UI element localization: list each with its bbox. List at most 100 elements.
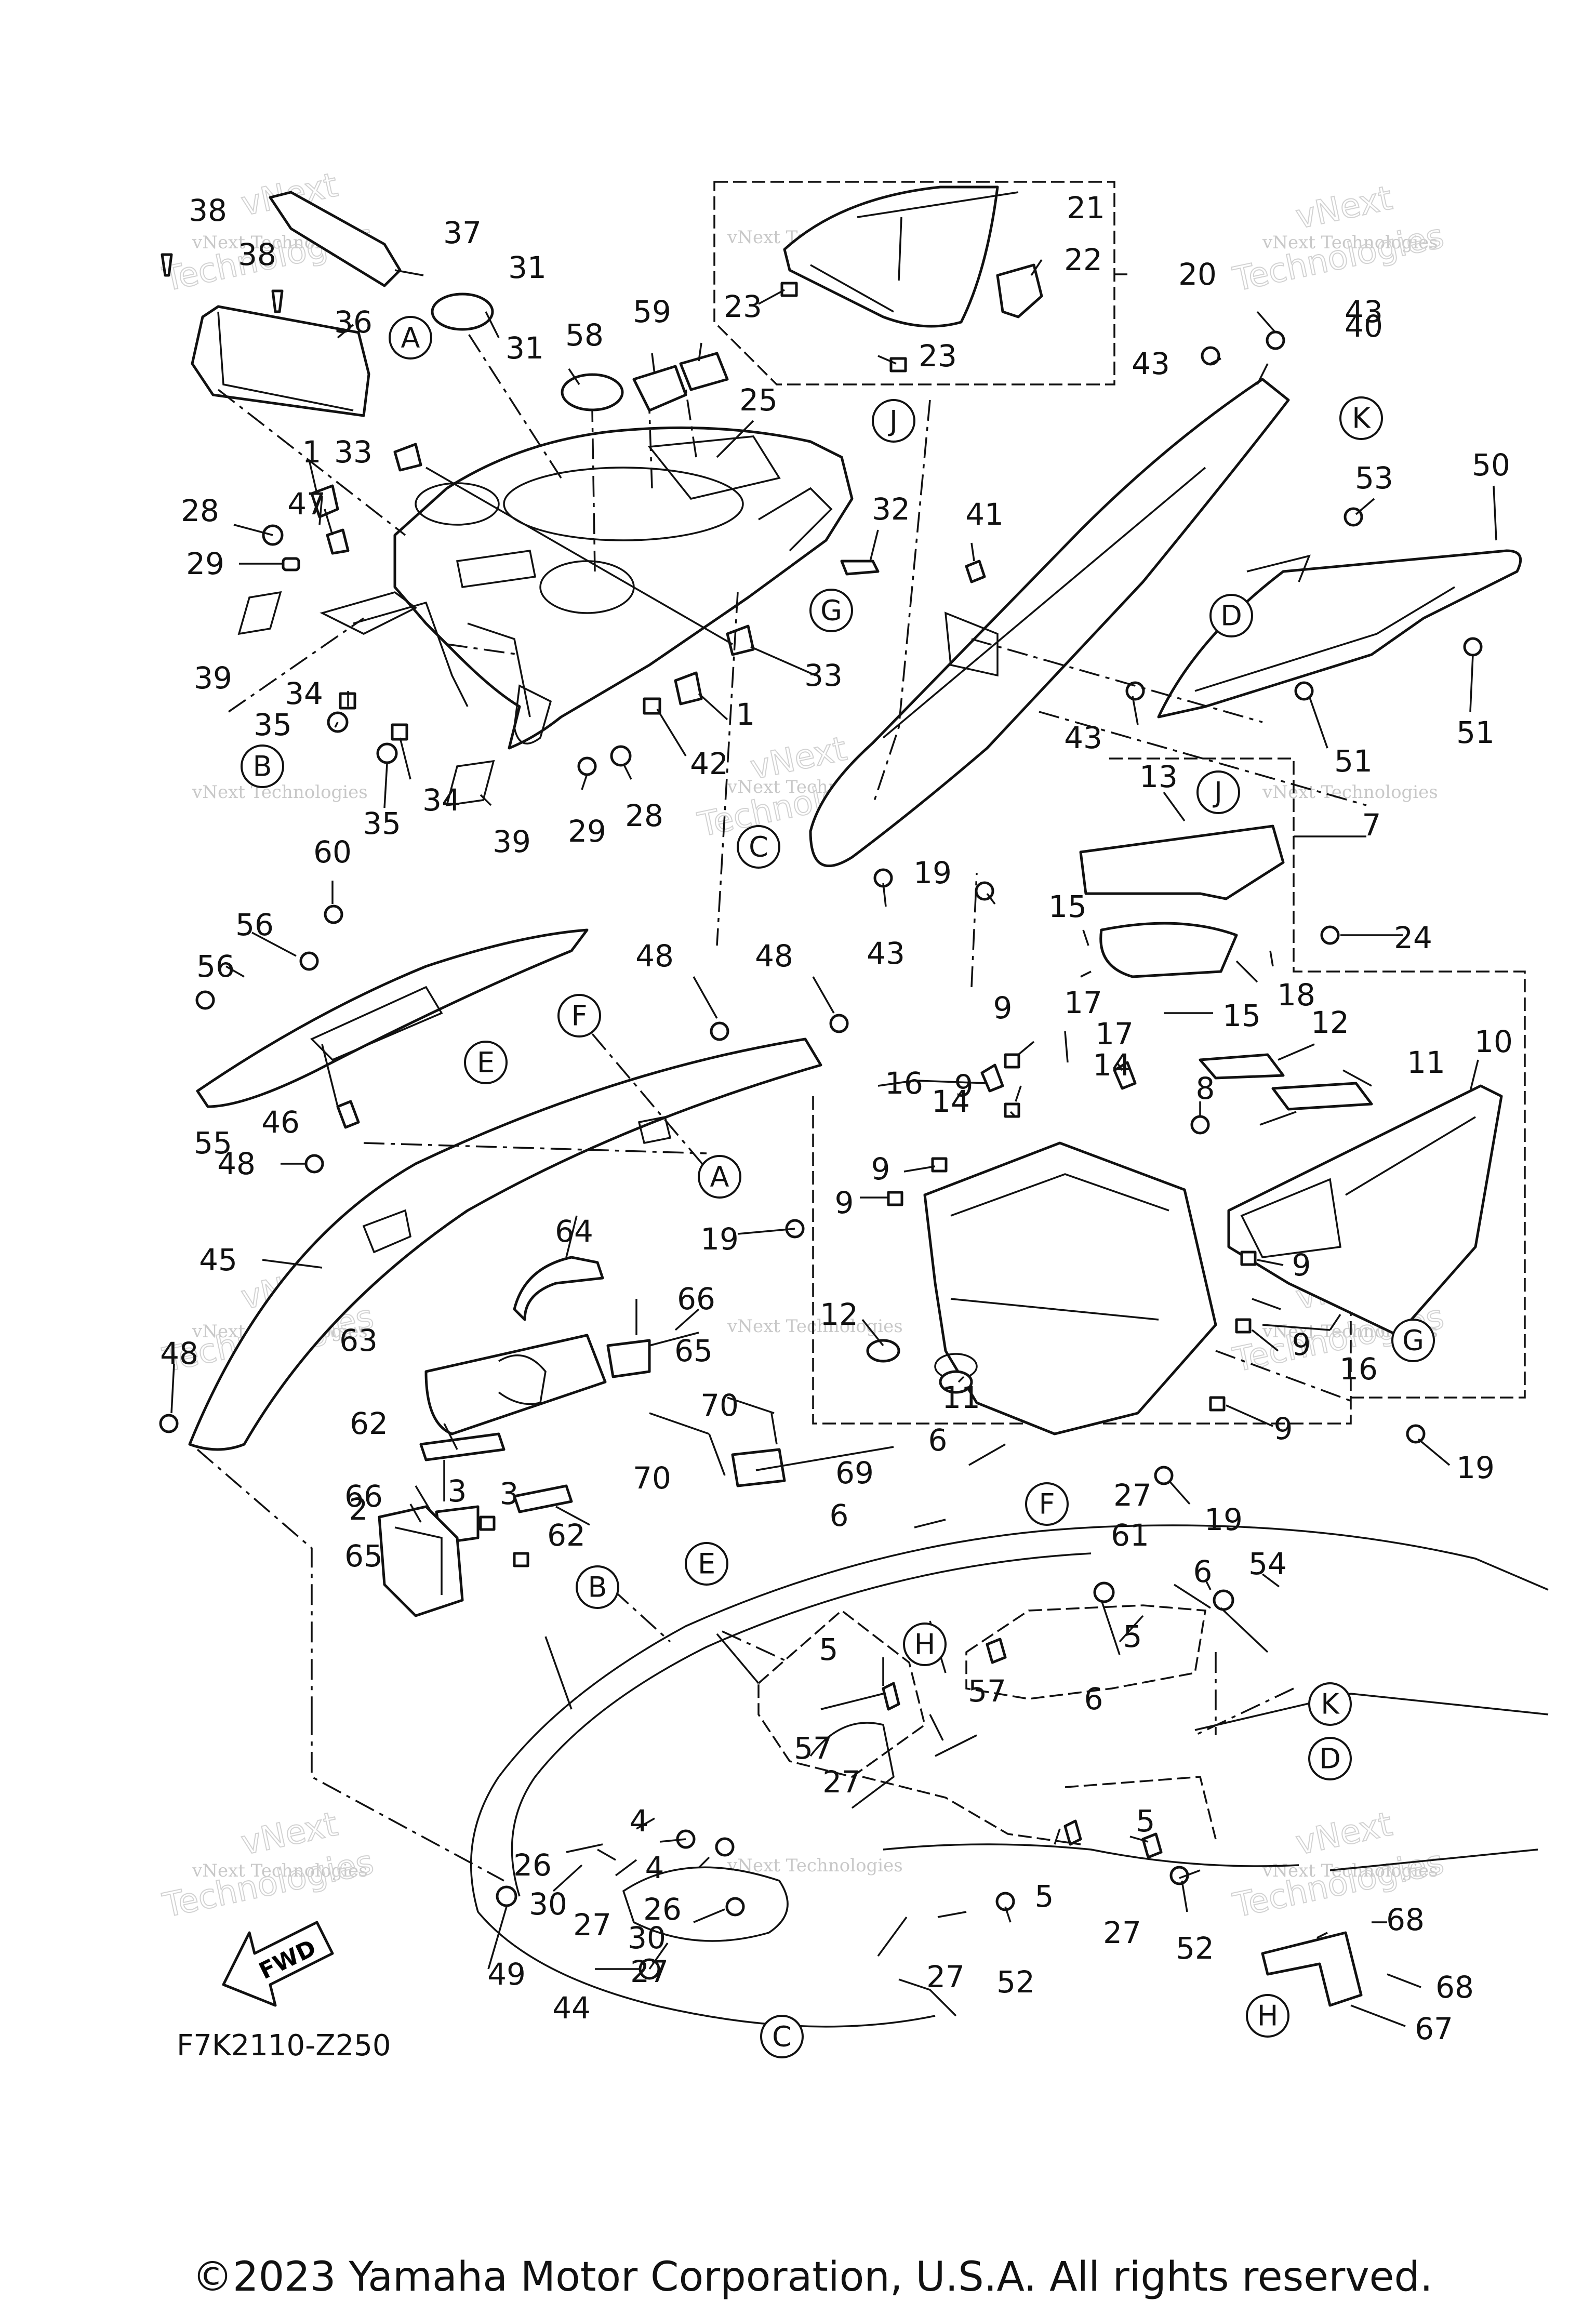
callout-k: K [1339,396,1383,440]
part-label-68: 68 [1435,1970,1474,2005]
part-label-5: 5 [819,1632,839,1667]
fwd-arrow-icon: FWD [222,1921,334,2007]
part-label-33: 33 [804,658,843,693]
group-box-20 [713,181,1115,385]
svg-text:K: K [1321,1688,1340,1721]
watermark: vNext [1293,1805,1395,1863]
part-label-3: 3 [500,1476,519,1511]
part-label-29: 29 [186,546,224,581]
copyright-notice: ©2023 Yamaha Motor Corporation, U.S.A. A… [192,2254,1433,2300]
svg-text:C: C [772,2020,792,2053]
part-label-27: 27 [1113,1478,1152,1513]
part-label-2: 2 [349,1492,368,1527]
part-label-64: 64 [555,1214,593,1249]
svg-text:J: J [888,405,898,437]
callout-f: F [557,994,601,1038]
callout-f: F [1025,1482,1069,1526]
part-label-9: 9 [954,1068,974,1103]
hull-bottom [470,1524,1549,2028]
part-label-6: 6 [928,1422,948,1458]
part-label-26: 26 [643,1892,682,1927]
part-label-70: 70 [700,1388,739,1423]
callout-a: A [389,316,432,360]
part-label-56: 56 [235,907,274,942]
part-label-53: 53 [1355,460,1393,496]
part-labels: 1 1 2 3 3 4 4 5 5 5 5 6 6 6 6 7 8 9 9 9 … [160,190,1513,2046]
part-label-43: 43 [867,936,905,971]
svg-text:G: G [820,594,842,627]
callout-d: D [1209,594,1253,637]
part-label-43: 43 [1132,346,1170,381]
part-label-38: 38 [189,193,227,228]
part-label-6: 6 [830,1498,849,1533]
part-label-9: 9 [1292,1327,1311,1362]
part-label-47: 47 [287,486,326,522]
part-label-4: 4 [645,1850,664,1885]
part-label-13: 13 [1139,759,1178,794]
part-label-19: 19 [1204,1502,1243,1537]
part-label-36: 36 [334,304,373,340]
svg-text:B: B [252,750,272,783]
storage-lid-group [975,824,1340,978]
callout-k: K [1308,1682,1352,1726]
part-label-10: 10 [1474,1024,1513,1059]
callout-e: E [464,1041,508,1084]
part-label-48: 48 [635,938,674,974]
part-label-58: 58 [565,317,604,353]
svg-text:H: H [914,1628,936,1661]
part-label-5: 5 [1136,1803,1155,1839]
part-label-11: 11 [1407,1045,1445,1080]
watermark: vNext Technologies [1262,782,1438,803]
part-label-35: 35 [254,707,292,742]
part-label-66: 66 [344,1479,383,1514]
part-label-48: 48 [160,1336,198,1371]
part-label-43: 43 [1345,294,1383,329]
part-label-26: 26 [513,1847,552,1883]
part-label-6: 6 [1084,1681,1103,1717]
leader-lines [170,191,1497,2027]
part-label-57: 57 [968,1673,1006,1709]
side-panel-assembly [809,330,1522,888]
part-label-51: 51 [1334,743,1373,779]
part-label-32: 32 [872,491,910,527]
part-label-62: 62 [350,1406,388,1441]
part-label-9: 9 [871,1151,890,1187]
part-label-44: 44 [552,1990,591,2026]
part-label-27: 27 [1103,1915,1141,1950]
diagram-code: F7K2110-Z250 [177,2029,391,2063]
part-label-14: 14 [1093,1047,1131,1083]
svg-text:B: B [588,1571,607,1604]
svg-text:F: F [571,1000,587,1032]
part-label-46: 46 [261,1105,300,1140]
part-label-9: 9 [1274,1411,1293,1446]
part-label-9: 9 [1292,1247,1311,1283]
part-label-45: 45 [199,1242,237,1278]
part-label-51: 51 [1456,715,1495,750]
watermark: vNext Technologies [1262,232,1438,253]
part-label-15: 15 [1048,889,1087,924]
part-label-30: 30 [628,1920,666,1956]
part-label-65: 65 [344,1538,383,1574]
svg-text:J: J [1213,776,1222,809]
svg-text:D: D [1220,600,1242,632]
part-label-11: 11 [942,1380,980,1415]
part-label-59: 59 [633,294,671,329]
part-label-19: 19 [1456,1450,1495,1485]
part-label-31: 31 [508,250,547,285]
part-label-17: 17 [1064,985,1102,1020]
part-label-62: 62 [547,1518,586,1553]
part-label-61: 61 [1111,1518,1149,1553]
part-label-27: 27 [926,1959,965,1994]
watermark: vNext [1293,179,1395,236]
hull-fasteners [378,1505,1363,2017]
part-label-9: 9 [993,990,1013,1026]
watermark: Technologies [1230,217,1447,299]
part-label-27: 27 [822,1764,861,1800]
part-label-27: 27 [573,1907,611,1943]
part-label-27: 27 [630,1954,669,1989]
callout-g: G [1391,1319,1435,1362]
part-label-38: 38 [238,237,276,272]
svg-text:A: A [710,1161,729,1193]
part-label-50: 50 [1472,447,1510,483]
part-label-57: 57 [794,1731,832,1766]
